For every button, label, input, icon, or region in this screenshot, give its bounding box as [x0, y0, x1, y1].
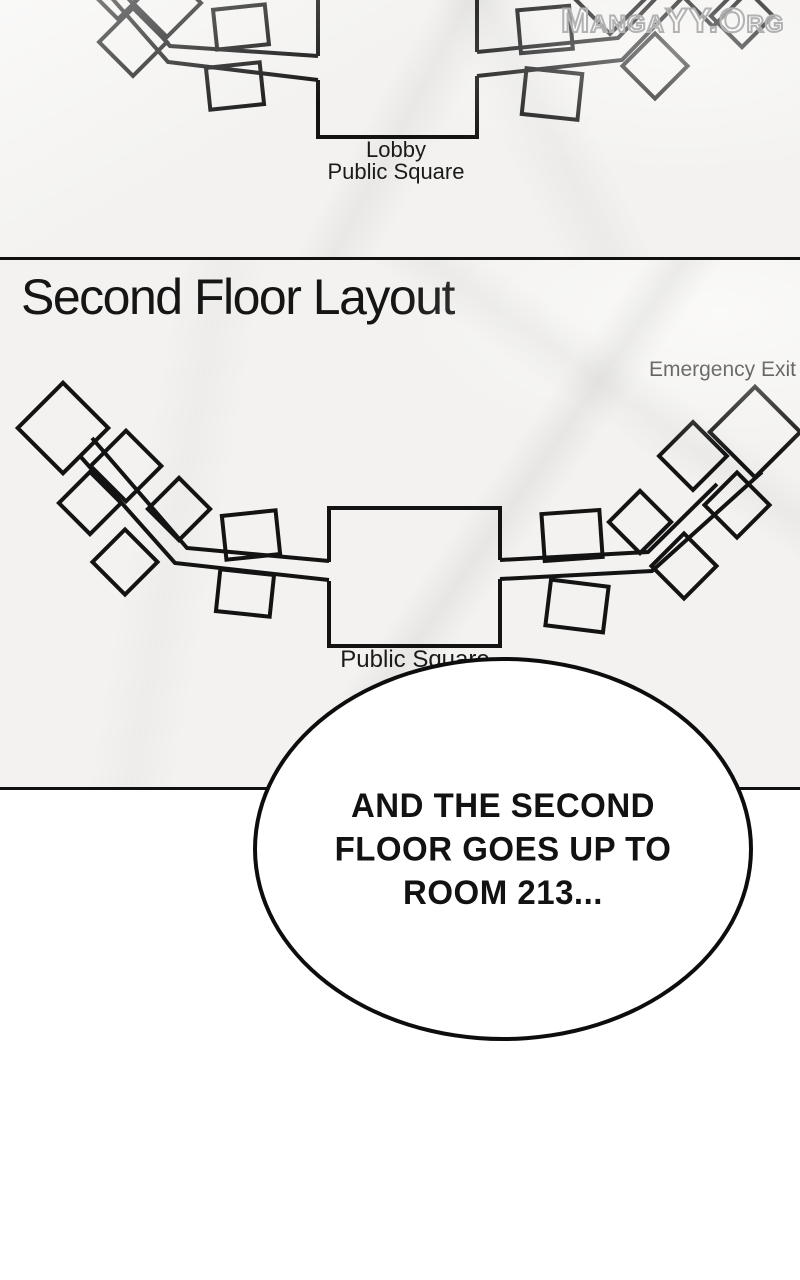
room — [573, 0, 647, 37]
lobby-label-line2: Public Square — [327, 159, 465, 184]
room — [203, 60, 267, 112]
room — [145, 475, 213, 543]
corridor-right — [476, 0, 657, 54]
room — [89, 526, 161, 598]
room — [701, 469, 773, 541]
room — [130, 0, 204, 40]
room — [219, 508, 283, 562]
corridor-right — [499, 470, 764, 581]
first-floor-diagram — [84, 0, 776, 139]
lobby-label-line1: Lobby — [366, 137, 426, 162]
emergency-exit-room — [706, 383, 800, 481]
room — [515, 3, 575, 56]
room — [619, 30, 691, 102]
corridor-left — [90, 436, 330, 563]
speech-line-1: AND THE SECOND — [350, 785, 655, 825]
room — [87, 427, 165, 505]
corridor-right — [499, 482, 719, 562]
room — [677, 0, 749, 30]
corridor-left — [78, 454, 330, 582]
room — [210, 2, 272, 52]
room — [539, 507, 605, 564]
room — [96, 5, 170, 79]
emergency-exit-label: Emergency Exit — [648, 358, 796, 381]
page-title: Second Floor Layout — [21, 269, 455, 325]
corridor-left — [110, 0, 319, 82]
room — [14, 379, 112, 477]
room — [648, 530, 720, 602]
second-floor-diagram — [14, 379, 800, 648]
speech-line-2: FLOOR GOES UP TO — [334, 829, 672, 868]
lobby-label: Lobby Public Square — [296, 139, 496, 183]
speech-bubble: AND THE SECOND FLOOR GOES UP TO ROOM 213… — [253, 657, 753, 1041]
speech-bubble-text: AND THE SECOND FLOOR GOES UP TO ROOM 213… — [335, 783, 672, 914]
speech-line-3: ROOM 213... — [403, 872, 603, 912]
room — [656, 419, 730, 493]
first-floor-panel: Lobby Public Square — [0, 0, 800, 260]
room — [543, 577, 611, 635]
room — [213, 567, 277, 619]
room — [519, 66, 585, 122]
room — [56, 469, 124, 537]
room — [708, 0, 776, 50]
lobby-square — [316, 0, 479, 139]
public-square-room — [327, 506, 502, 648]
room — [606, 488, 674, 556]
watermark: MangaYY.Org — [560, 1, 785, 41]
room — [84, 0, 152, 22]
